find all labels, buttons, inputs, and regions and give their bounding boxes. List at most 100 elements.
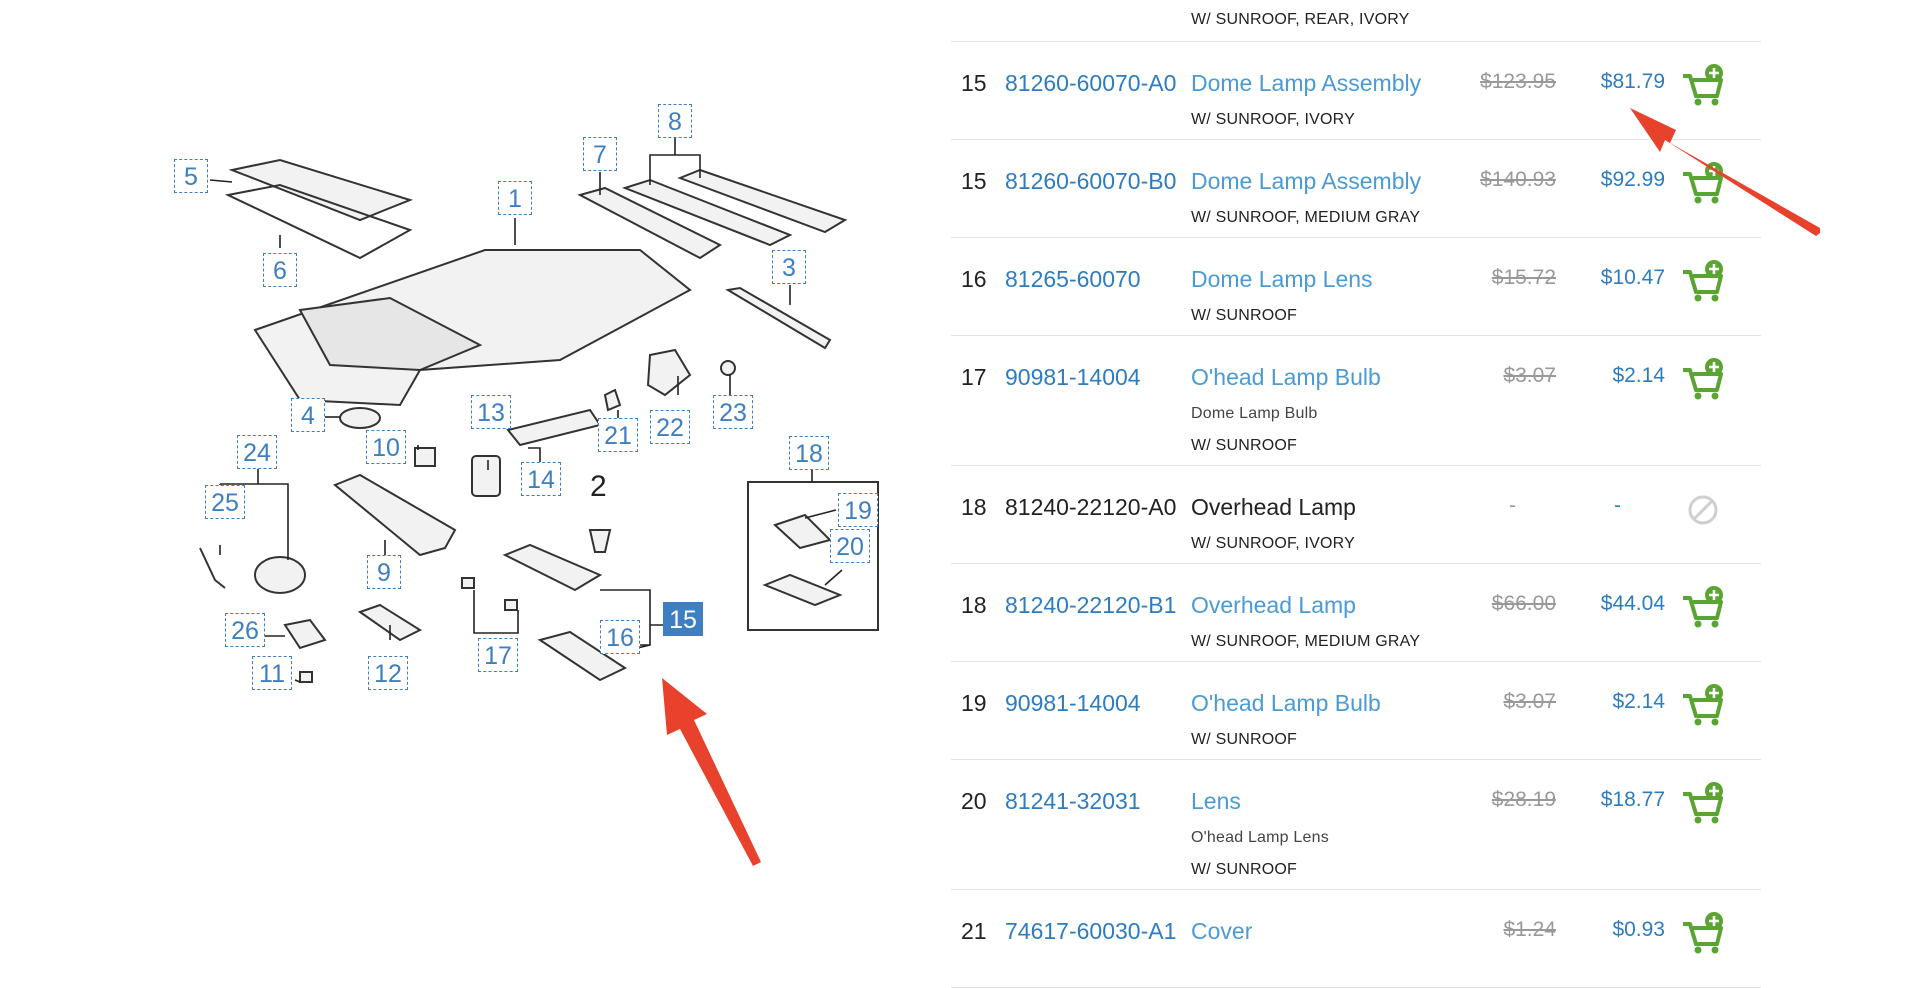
sale-price: $0.93 <box>1612 918 1665 941</box>
part-notes: W/ SUNROOF, MEDIUM GRAY <box>1191 202 1420 234</box>
part-row: 15 81260-60070-B0 Dome Lamp Assembly W/ SUN… <box>951 140 1761 238</box>
callout-18[interactable]: 18 <box>789 436 829 470</box>
add-to-cart-icon[interactable] <box>1681 162 1725 204</box>
part-name-link[interactable]: Dome Lamp Assembly <box>1191 70 1422 96</box>
msrp-price: - <box>1509 494 1516 517</box>
callout-9[interactable]: 9 <box>367 555 401 589</box>
callout-6[interactable]: 6 <box>263 253 297 287</box>
callout-3[interactable]: 3 <box>772 250 806 284</box>
ref-number: 15 <box>961 70 987 96</box>
ref-number: 18 <box>961 592 987 618</box>
msrp-price: $3.07 <box>1503 690 1556 713</box>
fitment-note: W/ SUNROOF, MEDIUM GRAY <box>1191 633 1421 650</box>
callout-19[interactable]: 19 <box>838 493 878 527</box>
add-to-cart-icon[interactable] <box>1681 358 1725 400</box>
part-number-link: 81240-22120-A0 <box>1005 494 1177 520</box>
callout-14[interactable]: 14 <box>521 462 561 496</box>
callout-1[interactable]: 1 <box>498 181 532 215</box>
callout-21[interactable]: 21 <box>598 418 638 452</box>
callout-10[interactable]: 10 <box>366 430 406 464</box>
part-description: Dome Lamp Bulb <box>1191 405 1318 422</box>
sale-price: $92.99 <box>1600 168 1665 191</box>
part-name-link[interactable]: Lens <box>1191 788 1241 814</box>
sale-price: - <box>1614 494 1621 517</box>
sale-price: $10.47 <box>1600 266 1665 289</box>
fitment-note: W/ SUNROOF <box>1191 861 1297 878</box>
sale-price: $2.14 <box>1612 690 1665 713</box>
callout-22[interactable]: 22 <box>650 410 690 444</box>
add-to-cart-icon[interactable] <box>1681 260 1725 302</box>
part-notes: W/ SUNROOF, MEDIUM GRAY <box>1191 626 1420 658</box>
callout-15[interactable]: 15 <box>663 602 703 636</box>
add-to-cart-icon[interactable] <box>1681 64 1725 106</box>
part-number-link[interactable]: 81260-60070-B0 <box>1005 168 1177 194</box>
callout-25[interactable]: 25 <box>205 485 245 519</box>
callout-7[interactable]: 7 <box>583 137 617 171</box>
parts-diagram: 1 2 3 4 5 6 7 8 9 10 11 12 13 14 15 16 1… <box>0 0 940 942</box>
fitment-note: W/ SUNROOF, IVORY <box>1191 111 1356 128</box>
part-name-link[interactable]: O'head Lamp Bulb <box>1191 364 1381 390</box>
ref-number: 16 <box>961 266 987 292</box>
unavailable-icon <box>1687 494 1719 526</box>
part-description: O'head Lamp Lens <box>1191 829 1329 846</box>
sale-price: $44.04 <box>1600 592 1665 615</box>
part-name-link[interactable]: Dome Lamp Lens <box>1191 266 1373 292</box>
part-number-link[interactable]: 81240-22120-B1 <box>1005 592 1177 618</box>
callout-20[interactable]: 20 <box>830 529 870 563</box>
part-notes: W/ SUNROOF <box>1191 724 1297 756</box>
part-name-link[interactable]: Dome Lamp Assembly <box>1191 168 1422 194</box>
callout-13[interactable]: 13 <box>471 395 511 429</box>
part-number-link[interactable]: 74617-60030-A1 <box>1005 918 1177 944</box>
add-to-cart-icon[interactable] <box>1681 684 1725 726</box>
callout-8[interactable]: 8 <box>658 104 692 138</box>
part-name-link[interactable]: Overhead Lamp <box>1191 592 1356 618</box>
fitment-note: W/ SUNROOF <box>1191 307 1297 324</box>
msrp-price: $3.07 <box>1503 364 1556 387</box>
callout-16[interactable]: 16 <box>600 620 640 654</box>
part-number-link[interactable]: 81265-60070 <box>1005 266 1141 292</box>
callout-23[interactable]: 23 <box>713 395 753 429</box>
callout-2[interactable]: 2 <box>590 470 607 503</box>
msrp-price: $66.00 <box>1491 592 1556 615</box>
ref-number: 15 <box>961 168 987 194</box>
msrp-price: $123.95 <box>1480 70 1556 93</box>
callout-24[interactable]: 24 <box>237 435 277 469</box>
msrp-price: $140.93 <box>1480 168 1556 191</box>
fitment-note: W/ SUNROOF, REAR, IVORY <box>1191 11 1410 28</box>
part-notes: W/ SUNROOF <box>1191 300 1297 332</box>
ref-number: 17 <box>961 364 987 390</box>
fitment-note: W/ SUNROOF, MEDIUM GRAY <box>1191 209 1421 226</box>
callout-26[interactable]: 26 <box>225 613 265 647</box>
callout-4[interactable]: 4 <box>291 398 325 432</box>
callout-5[interactable]: 5 <box>174 159 208 193</box>
add-to-cart-icon[interactable] <box>1681 912 1725 954</box>
fitment-note: W/ SUNROOF, IVORY <box>1191 535 1356 552</box>
part-name-link[interactable]: O'head Lamp Bulb <box>1191 690 1381 716</box>
callout-12[interactable]: 12 <box>368 656 408 690</box>
callout-11[interactable]: 11 <box>252 656 292 690</box>
part-notes: W/ SUNROOF, IVORY <box>1191 104 1355 136</box>
fitment-note: W/ SUNROOF <box>1191 437 1297 454</box>
part-number-link[interactable]: 90981-14004 <box>1005 364 1141 390</box>
fitment-note: W/ SUNROOF <box>1191 731 1297 748</box>
sale-price: $18.77 <box>1600 788 1665 811</box>
add-to-cart-icon[interactable] <box>1681 782 1725 824</box>
part-row: 18 81240-22120-B1 Overhead Lamp W/ SUNROOF,… <box>951 564 1761 662</box>
sale-price: $2.14 <box>1612 364 1665 387</box>
part-notes: Dome Lamp Bulb W/ SUNROOF <box>1191 398 1317 462</box>
callout-17[interactable]: 17 <box>478 638 518 672</box>
sale-price: $81.79 <box>1600 70 1665 93</box>
part-number-link[interactable]: 81260-60070-A0 <box>1005 70 1177 96</box>
part-number-link[interactable]: 90981-14004 <box>1005 690 1141 716</box>
part-number-link[interactable]: 81241-32031 <box>1005 788 1141 814</box>
parts-list: W/ SUNROOF, REAR, IVORY 15 81260-60070-A0… <box>951 0 1761 988</box>
part-name-link[interactable]: Cover <box>1191 918 1253 944</box>
add-to-cart-icon[interactable] <box>1681 586 1725 628</box>
ref-number: 20 <box>961 788 987 814</box>
diagram-illustration <box>199 138 879 683</box>
